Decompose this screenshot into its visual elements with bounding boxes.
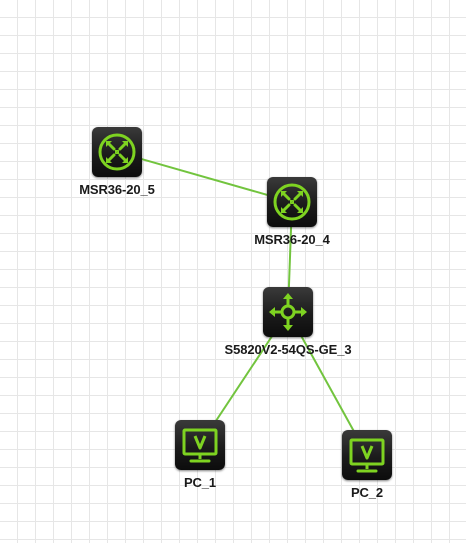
device-label: MSR36-20_4 xyxy=(254,232,330,247)
device-switch3[interactable]: S5820V2-54QS-GE_3 xyxy=(213,287,363,357)
device-label: PC_2 xyxy=(350,485,384,500)
link-router5-router4[interactable] xyxy=(116,151,293,203)
monitor-icon xyxy=(342,430,392,480)
device-router5[interactable]: MSR36-20_5 xyxy=(62,127,172,197)
device-router4[interactable]: MSR36-20_4 xyxy=(237,177,347,247)
router-icon xyxy=(92,127,142,177)
device-label: MSR36-20_5 xyxy=(79,182,155,197)
device-label: S5820V2-54QS-GE_3 xyxy=(224,342,352,357)
device-pc2[interactable]: PC_2 xyxy=(312,430,422,500)
device-label: PC_1 xyxy=(183,475,217,490)
device-pc1[interactable]: PC_1 xyxy=(145,420,255,490)
router-icon xyxy=(267,177,317,227)
monitor-icon xyxy=(175,420,225,470)
switch-icon xyxy=(263,287,313,337)
